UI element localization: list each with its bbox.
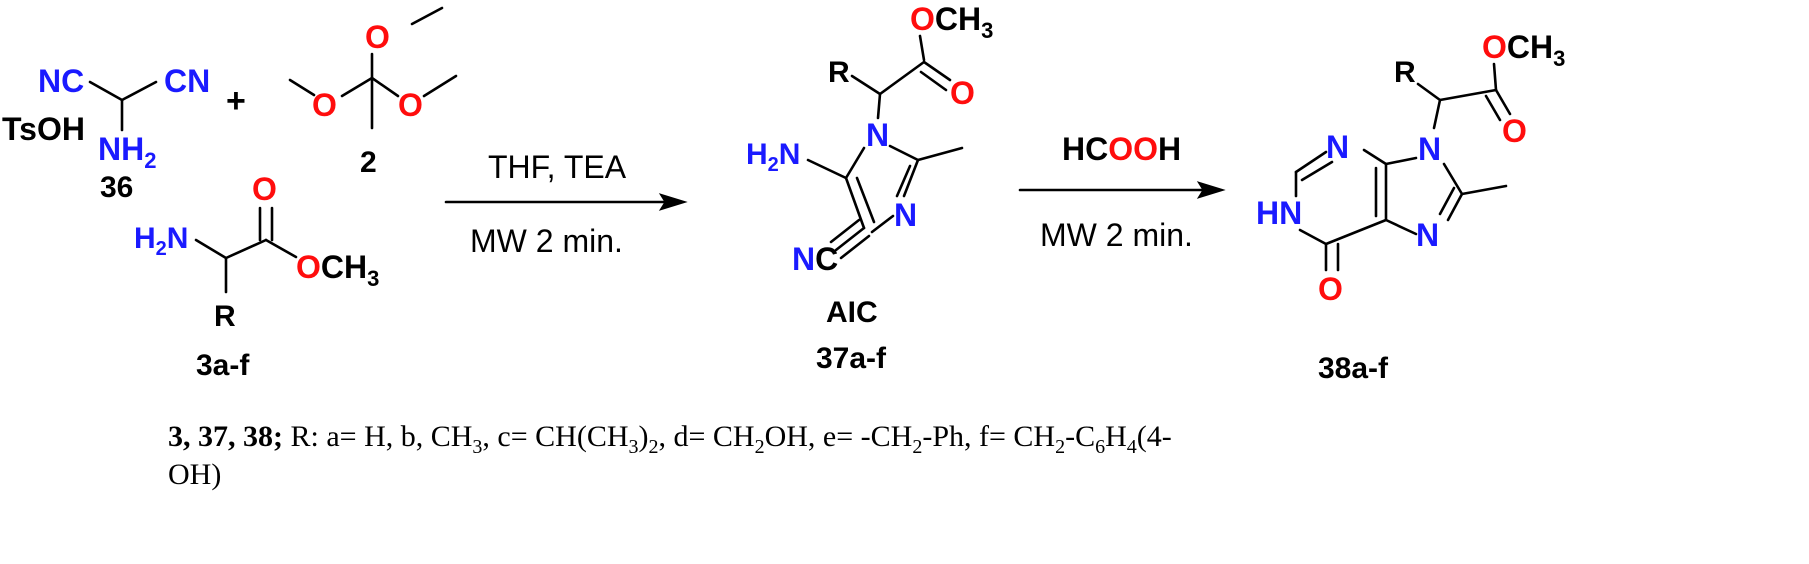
bond	[340, 76, 374, 98]
reagent-hcooh: HCOOH	[1062, 131, 1181, 167]
atom-n9-38: N	[1418, 131, 1441, 167]
bond	[1362, 148, 1388, 166]
arrow-head	[1196, 181, 1226, 199]
bond	[1438, 88, 1498, 102]
bond	[916, 146, 964, 162]
reaction-arrow-1: THF, TEA MW 2 min.	[444, 149, 688, 259]
atom-nh2: NH2	[98, 131, 156, 173]
atom-r-38: R	[1394, 56, 1416, 89]
bond	[1416, 82, 1442, 102]
atom-o-top: O	[365, 19, 390, 55]
atom-nc-37: NC	[792, 241, 838, 277]
bond	[844, 146, 866, 180]
bond	[855, 176, 876, 224]
atom-o-carbonyl: O	[252, 171, 277, 207]
bond	[1494, 88, 1512, 116]
bond	[876, 92, 882, 120]
reagent-mw-2: MW 2 min.	[1040, 217, 1193, 253]
bond	[194, 238, 228, 260]
atom-och3-37: OCH3	[910, 1, 993, 43]
bond	[839, 234, 871, 260]
reaction-arrow-2: HCOOH MW 2 min.	[1018, 131, 1226, 253]
compound-38: OCH3 R O N N N HN O 38a-f	[1256, 29, 1565, 385]
atom-h2n-37: H2N	[746, 138, 800, 176]
bond	[919, 70, 948, 92]
caption-line-1: 3, 37, 38; R: a= H, b, CH3, c= CH(CH3)2,…	[168, 420, 1172, 458]
bond	[888, 144, 920, 162]
atom-n3-38: N	[1326, 129, 1349, 165]
bond	[922, 60, 952, 82]
bond	[264, 238, 298, 259]
arrow-head	[658, 193, 688, 211]
bond	[1300, 160, 1334, 182]
atom-och3: OCH3	[296, 249, 379, 291]
bond	[1446, 192, 1464, 222]
bond	[895, 164, 912, 198]
bond	[422, 74, 458, 98]
atom-o6-38: O	[1318, 271, 1343, 307]
atom-cn-right: CN	[164, 63, 210, 99]
atom-r-37: R	[828, 56, 850, 89]
bond	[370, 76, 400, 98]
compound-36: NC CN TsOH NH2 36	[2, 63, 210, 204]
atom-o-37: O	[950, 75, 975, 111]
bond	[844, 176, 866, 230]
bond	[120, 80, 158, 102]
compound-label-37: 37a-f	[816, 342, 887, 375]
atom-tsoh: TsOH	[2, 111, 85, 147]
bond	[1324, 218, 1388, 246]
bond	[1384, 156, 1418, 166]
atom-n7-38: N	[1416, 217, 1439, 253]
reagent-thf-tea: THF, TEA	[488, 149, 627, 185]
caption-line-2: OH)	[168, 458, 221, 491]
bond	[1294, 150, 1328, 174]
bond	[1484, 94, 1502, 122]
bond	[288, 78, 316, 97]
reagent-mw-1: MW 2 min.	[470, 223, 623, 259]
compound-label-2: 2	[360, 146, 377, 179]
bond	[1442, 162, 1464, 196]
bond	[1384, 218, 1418, 236]
atom-hn-38: HN	[1256, 195, 1302, 231]
compound-label-38: 38a-f	[1318, 352, 1389, 385]
bond	[1460, 184, 1508, 196]
atom-o-left: O	[312, 87, 337, 123]
compound-3: O H2N OCH3 R 3a-f	[134, 171, 379, 382]
compound-2: O O O 2	[288, 6, 458, 179]
bond	[878, 60, 926, 96]
atom-h2n: H2N	[134, 222, 188, 260]
atom-och3-38: OCH3	[1482, 29, 1565, 71]
atom-r: R	[214, 300, 236, 333]
compound-label-36: 36	[100, 171, 133, 204]
plus-sign: +	[226, 82, 246, 120]
caption: 3, 37, 38; R: a= H, b, CH3, c= CH(CH3)2,…	[168, 420, 1172, 491]
atom-o-right: O	[398, 87, 423, 123]
bond	[410, 6, 444, 26]
bond	[1298, 228, 1328, 246]
compound-37: OCH3 R O N N H2N NC AIC 37a-f	[746, 1, 993, 375]
bond	[1492, 62, 1498, 92]
atom-o-38: O	[1502, 113, 1527, 149]
atom-n3-37: N	[894, 197, 917, 233]
bond	[224, 238, 268, 260]
bond	[834, 226, 866, 252]
compound-label-3: 3a-f	[196, 349, 250, 382]
bond	[850, 74, 882, 96]
atom-n1-37: N	[866, 117, 889, 153]
bond	[806, 158, 848, 180]
bond	[829, 218, 861, 244]
bond	[1432, 98, 1442, 130]
bond	[902, 158, 920, 198]
atom-nc-left: NC	[38, 63, 84, 99]
label-aic: AIC	[826, 296, 878, 329]
bond	[1438, 186, 1456, 216]
bond	[870, 214, 895, 234]
bond	[918, 34, 926, 62]
bond	[88, 80, 124, 102]
